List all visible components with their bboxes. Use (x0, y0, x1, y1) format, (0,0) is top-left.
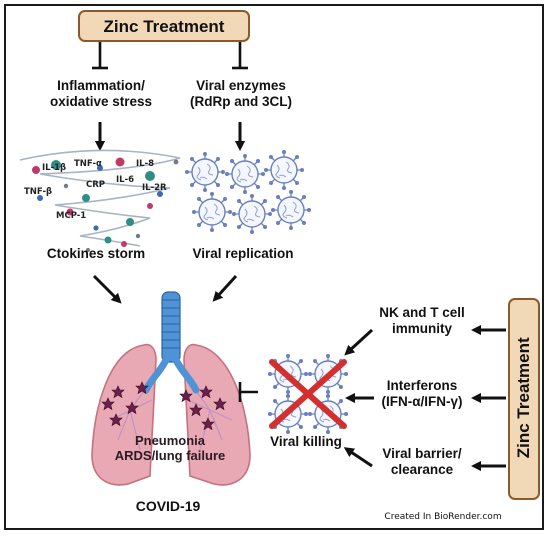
inflammation-label: Inflammation/ oxidative stress (25, 78, 177, 109)
mechanism-barrier-label: Viral barrier/ clearance (370, 446, 474, 477)
mechanism-nk-line2: immunity (391, 320, 452, 336)
cytokine-label-il6: IL-6 (116, 175, 134, 185)
arrow-barrier-to-killing (343, 447, 373, 468)
zinc-treatment-top-label: Zinc Treatment (103, 17, 225, 36)
lung-line1: Pneumonia (134, 433, 206, 448)
mechanism-nk-label: NK and T cell immunity (370, 305, 474, 336)
zinc-treatment-side-box: Zinc Treatment (508, 298, 540, 500)
arrow-nk-to-killing (344, 328, 374, 356)
lung-line2: ARDS/lung failure (114, 447, 226, 463)
inhibit-line-viral-killing (238, 382, 258, 402)
cytokine-label-il1b: IL-1β (42, 163, 66, 173)
mechanism-barrier-line2: clearance (390, 461, 454, 477)
lungs-graphic (91, 291, 251, 486)
mechanism-barrier-line1: Viral barrier/ (382, 446, 462, 461)
viral-enzymes-line2: (RdRp and 3CL) (190, 93, 292, 109)
cytokine-label-tnfa: TNF-α (74, 159, 102, 169)
biorender-credit: Created In BioRender.com (384, 512, 502, 522)
cytokine-label-crp: CRP (86, 180, 105, 190)
cytokine-storm-graphic (19, 149, 181, 252)
mechanism-ifn-line1: Interferons (386, 378, 458, 393)
arrow-cytokines-to-lung (92, 274, 122, 304)
cytokine-label-mcp1: MCP-1 (56, 211, 86, 221)
viral-enzymes-line1: Viral enzymes (196, 78, 286, 93)
viral-replication-cluster (184, 149, 312, 235)
cytokines-storm-caption: Ctokines storm (46, 246, 146, 261)
zinc-treatment-side-label: Zinc Treatment (514, 337, 534, 459)
mechanism-ifn-label: Interferons (IFN-α/IFN-γ) (368, 378, 476, 409)
cytokine-label-tnfb: TNF-β (24, 187, 52, 197)
cytokine-label-il2r: IL-2R (142, 183, 167, 193)
cytokine-label-il8: IL-8 (136, 159, 154, 169)
zinc-treatment-top-box: Zinc Treatment (78, 10, 250, 42)
arrow-replication-to-lung (212, 274, 238, 302)
mechanism-ifn-line2: (IFN-α/IFN-γ) (381, 393, 463, 409)
lung-disease-label: Pneumonia ARDS/lung failure (104, 433, 236, 464)
viral-enzymes-label: Viral enzymes (RdRp and 3CL) (176, 78, 306, 109)
mechanism-nk-line1: NK and T cell (379, 305, 465, 320)
viral-killing-caption: Viral killing (270, 434, 342, 449)
inflammation-line1: Inflammation/ (57, 78, 145, 93)
covid-caption: COVID-19 (135, 498, 201, 514)
viral-killing-cluster (267, 353, 349, 435)
inflammation-line2: oxidative stress (49, 93, 153, 109)
viral-replication-caption: Viral replication (192, 246, 294, 261)
